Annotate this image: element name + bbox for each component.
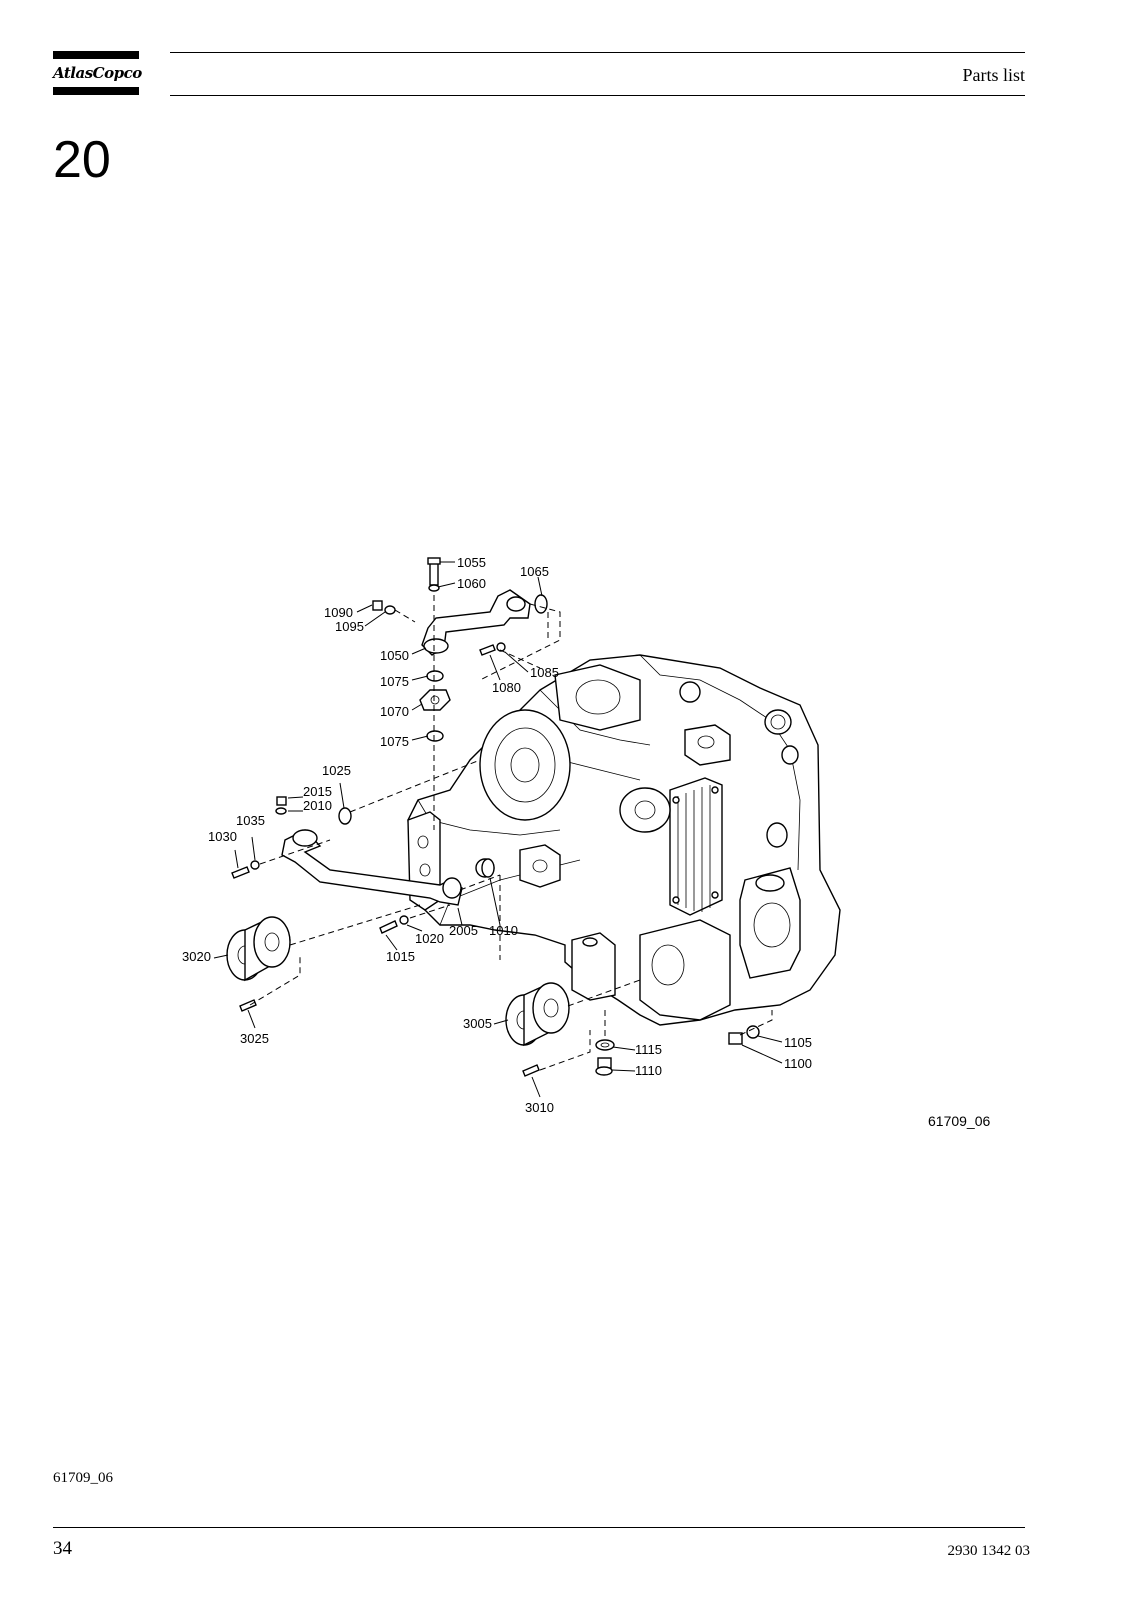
callout-3005: 3005 [463, 1016, 492, 1031]
callout-1075-lower: 1075 [380, 734, 409, 749]
leader-lines [213, 561, 783, 1098]
lower-pipe-assembly [231, 796, 495, 934]
header-rule-bottom [170, 95, 1025, 96]
section-number: 20 [53, 131, 111, 189]
callout-3010: 3010 [525, 1100, 554, 1115]
flange-3005 [505, 982, 570, 1077]
callout-1115: 1115 [635, 1042, 662, 1057]
callout-1035: 1035 [236, 813, 265, 828]
drain-plugs [595, 1025, 760, 1076]
callout-2005: 2005 [449, 923, 478, 938]
callout-1070: 1070 [380, 704, 409, 719]
callout-1100: 1100 [784, 1056, 812, 1071]
logo-bar-bottom [53, 87, 139, 95]
drawing-reference: 61709_06 [928, 1113, 991, 1129]
flange-3020 [226, 916, 291, 1012]
callout-1065: 1065 [520, 564, 549, 579]
assembly-lines [249, 595, 773, 1071]
page-number: 34 [53, 1538, 72, 1559]
callout-1025: 1025 [322, 763, 351, 778]
callout-1080: 1080 [492, 680, 521, 695]
compressor-housing [407, 654, 841, 1026]
callout-1075-upper: 1075 [380, 674, 409, 689]
callout-1030: 1030 [208, 829, 237, 844]
header-section-title: Parts list [962, 65, 1025, 85]
callout-1085: 1085 [530, 665, 559, 680]
header-rule-top [170, 52, 1025, 53]
callout-1055: 1055 [457, 555, 486, 570]
footer-rule [53, 1527, 1025, 1528]
callout-1095: 1095 [335, 619, 364, 634]
logo-text: AtlasCopco [53, 64, 142, 82]
callout-1020: 1020 [415, 931, 444, 946]
callout-3020: 3020 [182, 949, 211, 964]
callout-1105: 1105 [784, 1035, 812, 1050]
callout-1110: 1110 [635, 1063, 662, 1078]
callout-2010: 2010 [303, 798, 332, 813]
callout-1060: 1060 [457, 576, 486, 591]
atlas-copco-logo: AtlasCopco [53, 51, 142, 95]
callout-1010: 1010 [489, 923, 518, 938]
footer-figure-reference: 61709_06 [53, 1470, 113, 1486]
callout-3025: 3025 [240, 1031, 269, 1046]
callout-1050: 1050 [380, 648, 409, 663]
document-number: 2930 1342 03 [947, 1543, 1031, 1559]
logo-bar-top [53, 51, 139, 59]
callout-1090: 1090 [324, 605, 353, 620]
callout-labels: 1055 1060 1065 1090 1095 1050 1085 1075 … [182, 555, 812, 1115]
callout-2015: 2015 [303, 784, 332, 799]
callout-1015: 1015 [386, 949, 415, 964]
